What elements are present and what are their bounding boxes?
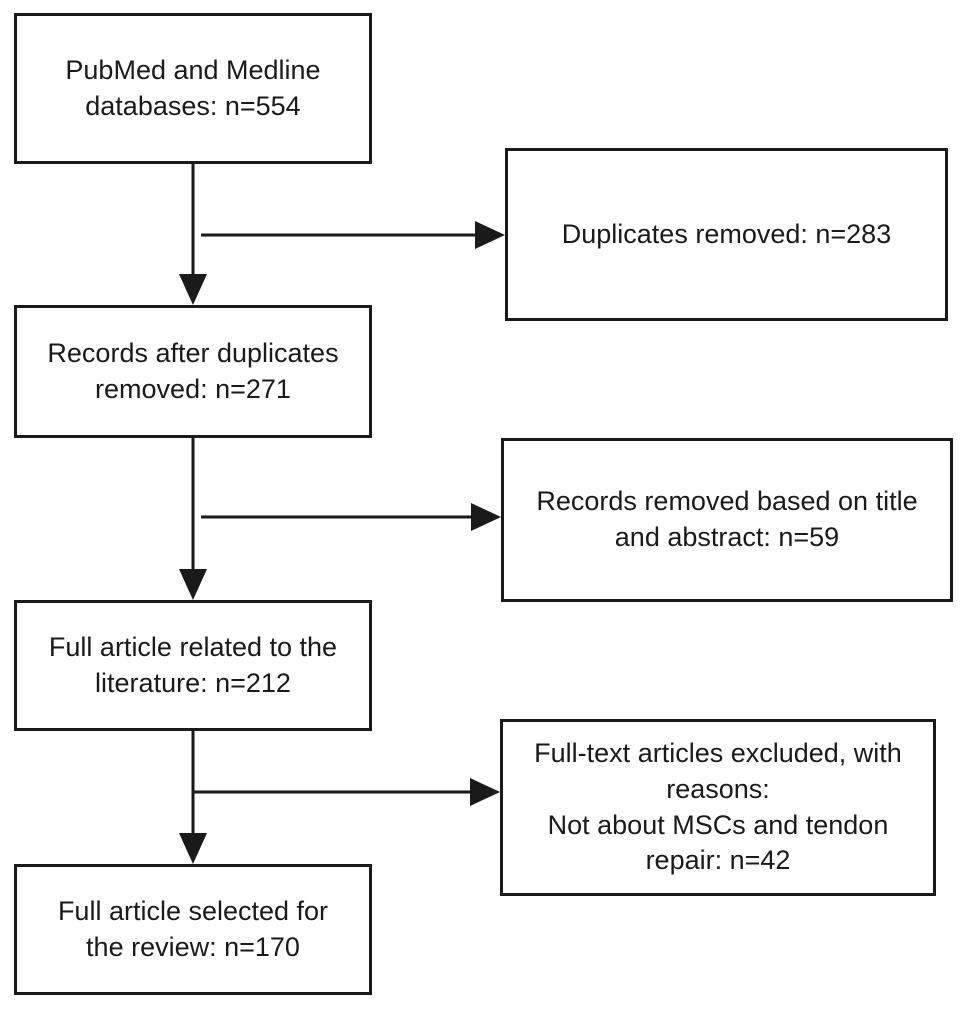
box-text-line: Full-text articles excluded, with: [534, 738, 902, 769]
included-box: Full article selected for the review: n=…: [14, 864, 372, 995]
box-text-line: PubMed and Medline: [65, 54, 321, 85]
box-text-line: Records after duplicates: [47, 337, 339, 368]
down-arrow-1: [179, 164, 207, 305]
box-text-line: Records removed based on title: [536, 486, 918, 517]
branch-arrow-1: [201, 221, 505, 249]
box-text-line: reasons:: [666, 773, 770, 804]
identification-box: PubMed and Medline databases: n=554: [14, 13, 372, 164]
box-text-line: the review: n=170: [86, 931, 300, 962]
box-text-line: literature: n=212: [95, 667, 291, 698]
box-text-line: and abstract: n=59: [614, 522, 840, 552]
box-text-line: removed: n=271: [95, 373, 291, 404]
box-text-line: databases: n=554: [85, 90, 301, 121]
branch-arrow-2: [201, 503, 501, 531]
down-arrow-3: [179, 731, 207, 864]
down-arrow-2: [179, 438, 207, 600]
box-text-line: Not about MSCs and tendon: [547, 809, 889, 840]
box-text-line: Duplicates removed: n=283: [561, 218, 892, 249]
branch-arrow-3: [193, 778, 500, 806]
duplicates-removed-box: Duplicates removed: n=283: [505, 148, 948, 321]
box-text-line: Full article selected for: [57, 895, 329, 926]
full-text-excluded-box: Full-text articles excluded, with reason…: [500, 719, 936, 896]
title-abstract-excluded-box: Records removed based on title and abstr…: [501, 438, 953, 602]
box-text-line: Full article related to the: [48, 631, 338, 662]
box-text-line: repair: n=42: [645, 845, 791, 876]
screening-box: Records after duplicates removed: n=271: [14, 305, 372, 438]
eligibility-box: Full article related to the literature: …: [14, 600, 372, 731]
